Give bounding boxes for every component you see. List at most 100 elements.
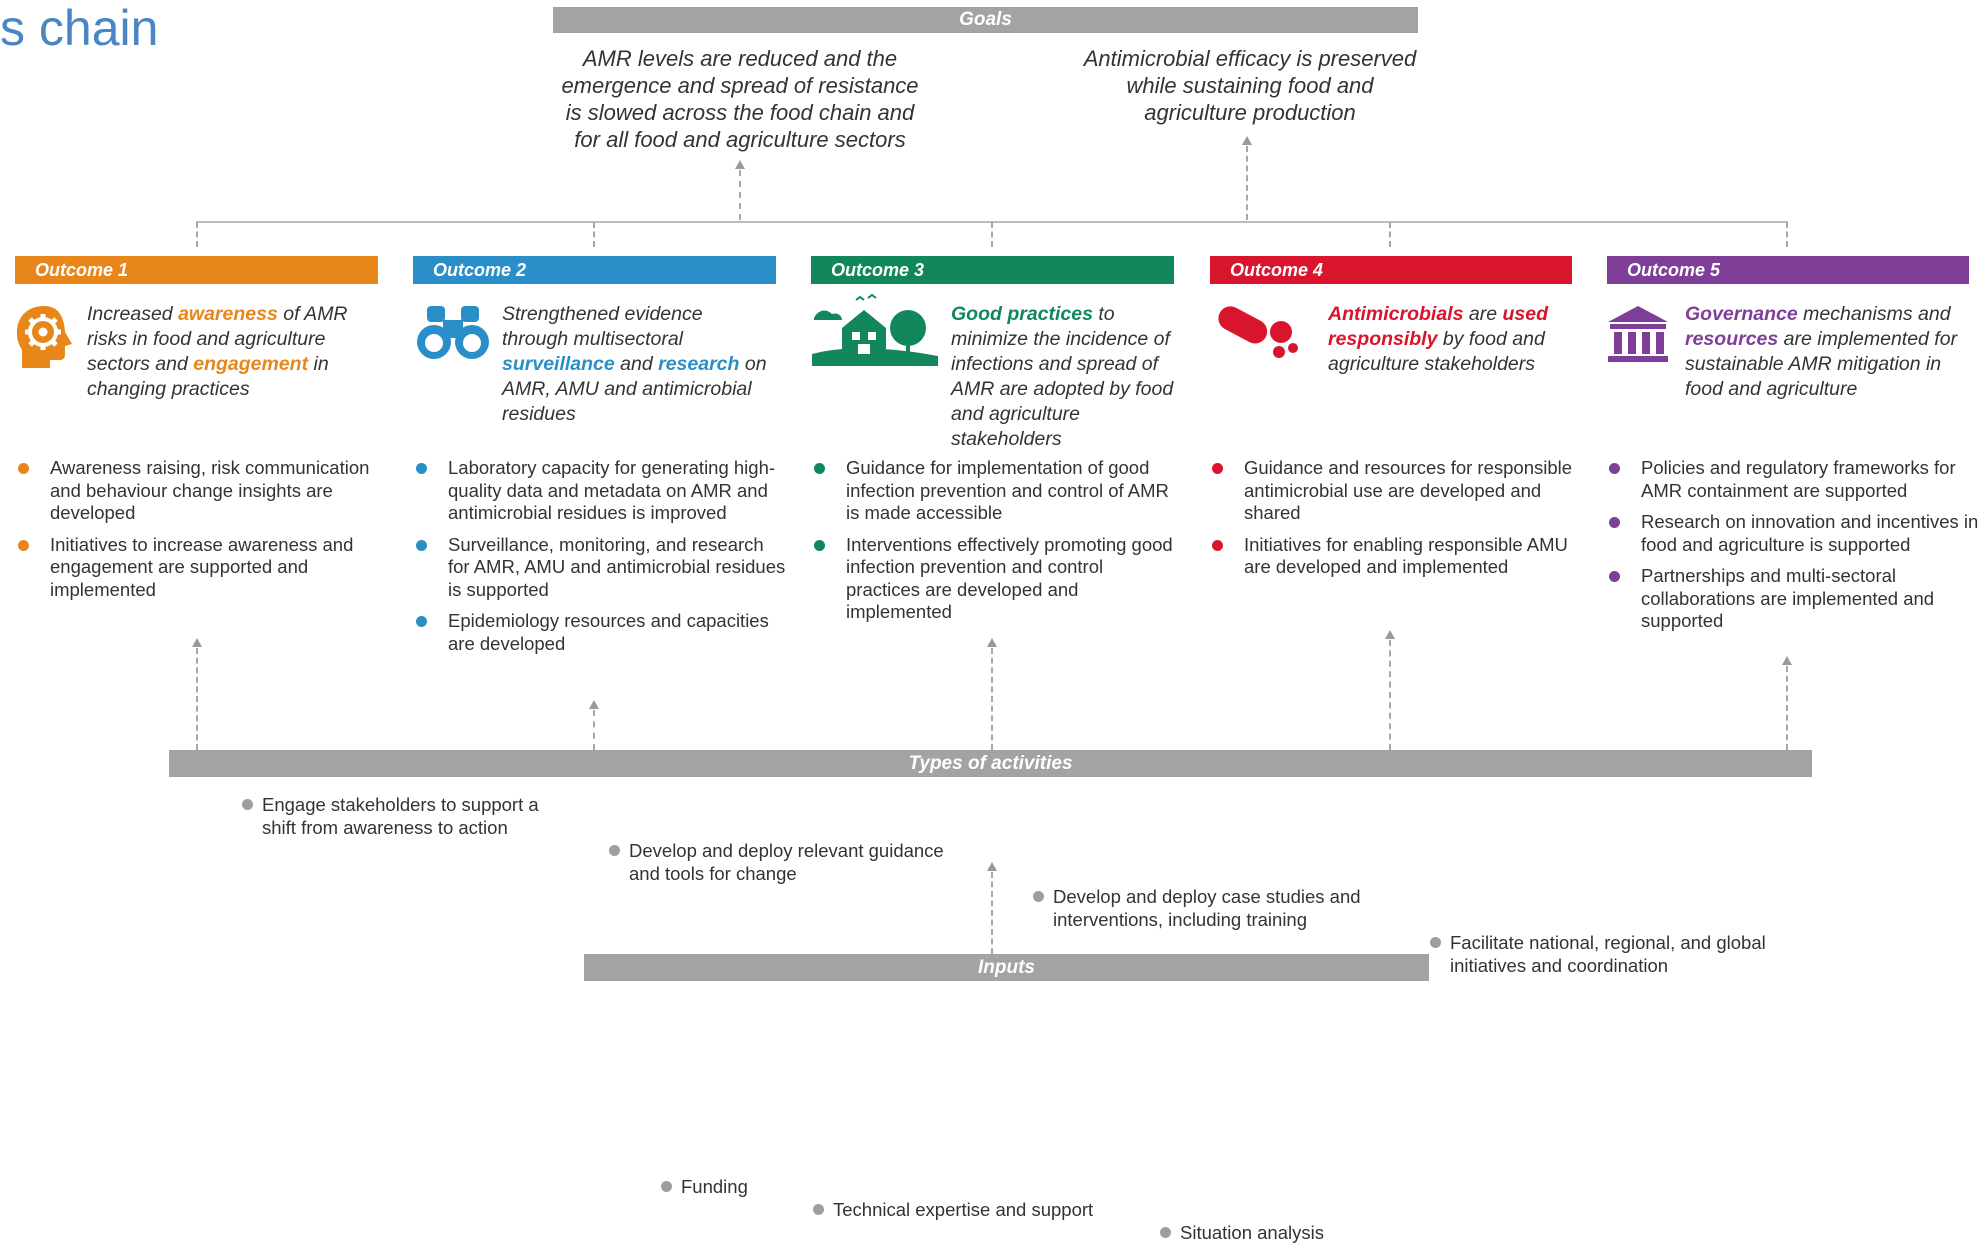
bullet-dot xyxy=(609,845,620,856)
arrow-to-goal-2 xyxy=(1242,136,1252,145)
bullet-dot xyxy=(1430,937,1441,948)
outcome-bullet-item: Partnerships and multi-sectoral collabor… xyxy=(1607,565,1982,633)
bullet-dot xyxy=(1160,1227,1171,1238)
input-item-technical-expertise: Technical expertise and support xyxy=(813,1198,1987,1221)
bullet-dot xyxy=(416,539,427,551)
connector-outcome-3 xyxy=(991,222,993,247)
connector-activities-1 xyxy=(196,648,198,750)
bullet-dot xyxy=(661,1181,672,1192)
input-text: Funding xyxy=(681,1176,748,1197)
arrow-to-outcome-5 xyxy=(1782,656,1792,665)
outcome-5-header: Outcome 5 xyxy=(1607,256,1969,284)
outcome-bullet-item: Epidemiology resources and capacities ar… xyxy=(414,610,789,655)
outcome-bullet-item: Surveillance, monitoring, and research f… xyxy=(414,534,789,602)
outcome-5-description: Governance mechanisms and resources are … xyxy=(1685,302,1975,402)
activity-item-3: Develop and deploy case studies and inte… xyxy=(1033,885,1398,931)
connector-activities-3 xyxy=(991,648,993,750)
activity-text: Engage stakeholders to support a shift f… xyxy=(262,794,539,838)
outcome-4-bullets: Guidance and resources for responsible a… xyxy=(1210,457,1580,588)
outcome-2-description: Strengthened evidence through multisecto… xyxy=(502,302,772,427)
highlight-keyword: Good practices xyxy=(951,303,1093,325)
bullet-text: Epidemiology resources and capacities ar… xyxy=(448,610,769,654)
arrow-to-outcome-2 xyxy=(589,700,599,709)
connector-outcome-5 xyxy=(1786,222,1788,247)
activity-text: Develop and deploy case studies and inte… xyxy=(1053,886,1361,930)
highlight-keyword: Antimicrobials xyxy=(1328,303,1464,325)
farm-icon xyxy=(812,294,938,366)
description-text: Strengthened evidence through multisecto… xyxy=(502,303,703,350)
highlight-keyword: engagement xyxy=(193,353,309,375)
outcome-bullet-item: Awareness raising, risk communication an… xyxy=(16,457,386,525)
bullet-text: Partnerships and multi-sectoral collabor… xyxy=(1641,565,1935,631)
outcome-bullet-item: Initiatives to increase awareness and en… xyxy=(16,534,386,602)
description-text: mechanisms and xyxy=(1797,303,1951,325)
bullet-text: Initiatives to increase awareness and en… xyxy=(50,533,354,600)
bullet-text: Guidance for implementation of good infe… xyxy=(846,457,1169,523)
arrow-to-outcome-4 xyxy=(1385,630,1395,639)
outcome-bullet-item: Policies and regulatory frameworks for A… xyxy=(1607,457,1982,502)
connector-outcome-1 xyxy=(196,222,198,247)
arrow-to-outcome-1 xyxy=(192,638,202,647)
connector-inputs xyxy=(991,872,993,954)
outcome-3-description: Good practices to minimize the incidence… xyxy=(951,302,1176,452)
input-text: Situation analysis xyxy=(1180,1222,1324,1243)
input-text: Technical expertise and support xyxy=(833,1199,1094,1220)
description-text: in changing practices xyxy=(87,353,329,400)
input-item-situation-analysis: Situation analysis xyxy=(1160,1221,1987,1244)
outcome-1-description: Increased awareness of AMR risks in food… xyxy=(87,302,377,402)
goal-2-text: Antimicrobial efficacy is preserved whil… xyxy=(1083,46,1417,125)
description-text: on AMR, AMU and antimicrobial residues xyxy=(502,353,767,425)
goals-header: Goals xyxy=(553,7,1418,33)
outcome-1-header: Outcome 1 xyxy=(15,256,378,284)
bullet-dot xyxy=(1609,517,1620,528)
bullet-dot xyxy=(1609,571,1620,582)
bullet-dot xyxy=(814,539,825,551)
arrow-to-goal-1 xyxy=(735,160,745,169)
highlight-keyword: awareness xyxy=(178,303,278,325)
bullet-text: Awareness raising, risk communication an… xyxy=(50,457,370,523)
connector-activities-2 xyxy=(593,710,595,750)
description-text: to minimize the incidence of infections … xyxy=(951,303,1174,450)
description-text: Increased xyxy=(87,303,179,325)
outcome-3-header: Outcome 3 xyxy=(811,256,1174,284)
page-title: s chain xyxy=(0,0,159,56)
description-text: are xyxy=(1463,303,1503,325)
bullet-dot xyxy=(1212,539,1223,551)
outcome-2-header: Outcome 2 xyxy=(413,256,776,284)
binoculars-icon xyxy=(417,304,489,364)
outcome-5-bullets: Policies and regulatory frameworks for A… xyxy=(1607,457,1982,642)
bullet-dot xyxy=(813,1204,824,1215)
connector-goal-2 xyxy=(1246,146,1248,220)
activity-text: Facilitate national, regional, and globa… xyxy=(1450,932,1766,976)
outcome-bullet-item: Laboratory capacity for generating high-… xyxy=(414,457,789,525)
outcome-2-bullets: Laboratory capacity for generating high-… xyxy=(414,457,789,664)
bullet-dot xyxy=(242,799,253,810)
description-text: and xyxy=(614,353,659,375)
activity-item-2: Develop and deploy relevant guidance and… xyxy=(609,839,979,885)
activities-header: Types of activities xyxy=(169,750,1812,777)
highlight-keyword: used responsibly xyxy=(1328,303,1548,350)
highlight-keyword: Governance xyxy=(1685,303,1798,325)
outcome-4-header: Outcome 4 xyxy=(1210,256,1572,284)
inputs-header: Inputs xyxy=(584,954,1429,981)
activity-text: Develop and deploy relevant guidance and… xyxy=(629,840,944,884)
bullet-text: Initiatives for enabling responsible AMU… xyxy=(1244,533,1568,578)
bullet-text: Policies and regulatory frameworks for A… xyxy=(1641,457,1956,501)
highlight-keyword: resources xyxy=(1685,328,1779,350)
bullet-text: Laboratory capacity for generating high-… xyxy=(448,457,776,523)
bullet-text: Guidance and resources for responsible a… xyxy=(1244,457,1573,523)
connector-activities-4 xyxy=(1389,640,1391,750)
outcome-bullet-item: Guidance for implementation of good infe… xyxy=(812,457,1182,525)
highlight-keyword: research xyxy=(658,353,740,375)
arrow-to-activities xyxy=(987,862,997,871)
outcome-bullet-item: Guidance and resources for responsible a… xyxy=(1210,457,1580,525)
bullet-text: Surveillance, monitoring, and research f… xyxy=(448,533,786,600)
institution-icon xyxy=(1606,304,1670,364)
bullet-dot xyxy=(416,616,427,627)
bullet-text: Interventions effectively promoting good… xyxy=(846,533,1173,623)
highlight-keyword: surveillance xyxy=(502,353,615,375)
bullet-dot xyxy=(416,463,427,474)
bullet-dot xyxy=(1212,463,1223,474)
outcome-4-description: Antimicrobials are used responsibly by f… xyxy=(1328,302,1578,377)
outcome-3-bullets: Guidance for implementation of good infe… xyxy=(812,457,1182,633)
